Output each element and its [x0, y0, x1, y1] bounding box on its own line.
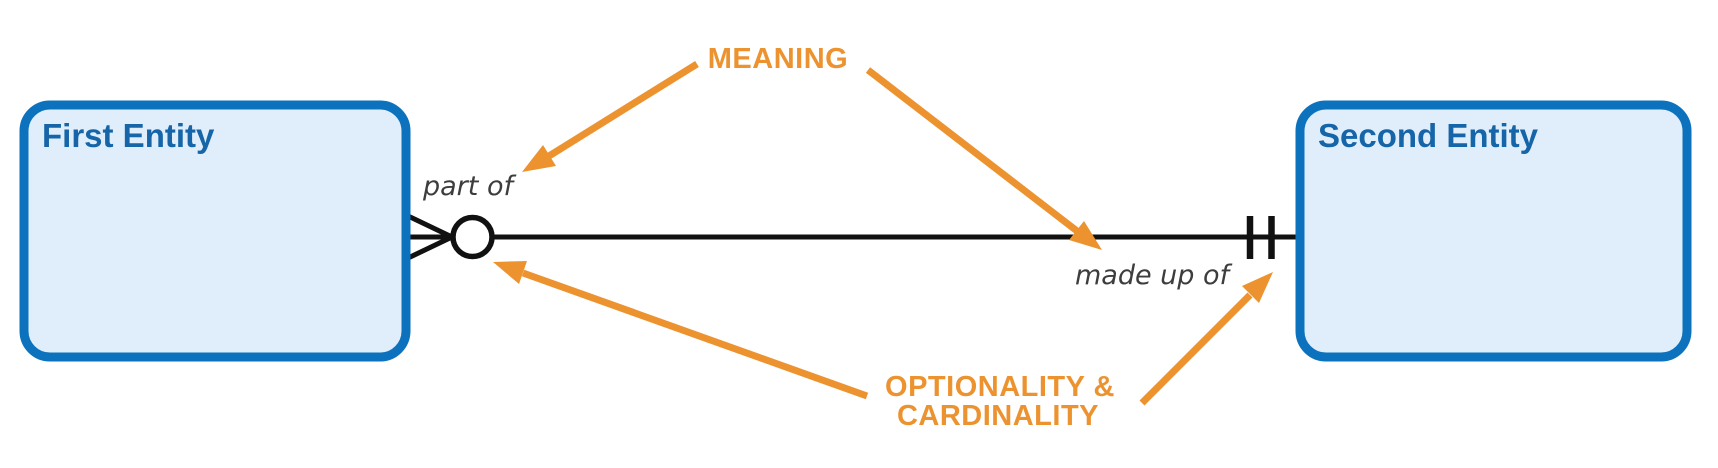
meaning-arrow-left [522, 61, 699, 172]
crow-foot-upper-prong [404, 212, 454, 240]
meaning-arrow-left-head-icon [522, 145, 556, 172]
first-entity-title: First Entity [42, 117, 215, 154]
optionality-arrow-left [493, 261, 869, 400]
meaning-annotation-label: MEANING [708, 43, 848, 75]
optionality-annotation-line2: CARDINALITY [897, 400, 1099, 432]
optionality-circle [450, 214, 495, 260]
first-entity: First Entity [19, 100, 411, 362]
optionality-arrow-right-shaft [1139, 292, 1253, 406]
optionality-arrow-left-head-icon [493, 261, 527, 284]
optionality-arrow-right-head-icon [1242, 272, 1273, 303]
second-entity-title: Second Entity [1318, 117, 1539, 154]
meaning-arrow-right [865, 67, 1102, 250]
crow-foot-zero-or-many-icon [404, 212, 495, 262]
relationship-label-part-of: part of [422, 171, 516, 202]
first-entity-box [19, 100, 411, 362]
double-tick-one-and-only-one-icon [1246, 216, 1275, 259]
crow-foot-lower-prong [404, 234, 454, 262]
meaning-arrow-left-shaft [547, 61, 699, 159]
meaning-arrow-right-shaft [865, 67, 1080, 234]
second-entity-box [1295, 100, 1692, 362]
second-entity: Second Entity [1295, 100, 1692, 362]
meaning-arrow-right-head-icon [1069, 221, 1102, 250]
optionality-annotation-line1: OPTIONALITY & [885, 371, 1115, 403]
optionality-arrow-right [1139, 272, 1273, 406]
optionality-cardinality-annotation-label: OPTIONALITY & CARDINALITY [885, 371, 1115, 432]
relationship-label-made-up-of: made up of [1075, 260, 1233, 291]
optionality-arrow-left-shaft [521, 269, 869, 400]
